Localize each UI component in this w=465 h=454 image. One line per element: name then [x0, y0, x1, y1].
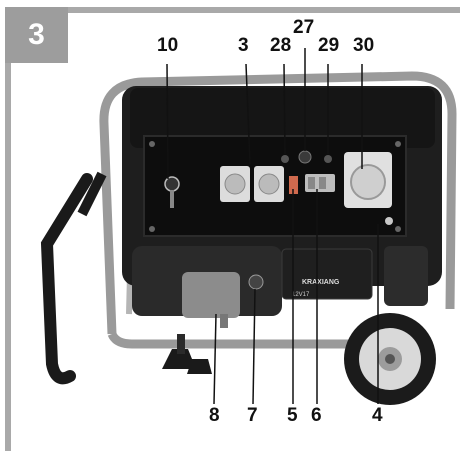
callout-5: 5: [287, 405, 298, 426]
callout-4: 4: [372, 405, 383, 426]
callout-30: 30: [353, 35, 375, 56]
callout-10: 10: [157, 35, 179, 56]
figure-number: 3: [28, 18, 45, 51]
callout-3: 3: [238, 35, 249, 56]
figure-number-badge: 3: [5, 7, 68, 63]
callout-8: 8: [209, 405, 220, 426]
brand-label: KRAXIANG: [302, 279, 340, 286]
callout-27: 27: [293, 17, 315, 38]
engine-cover: [182, 272, 240, 318]
frame-left-border: [5, 7, 11, 451]
callout-28: 28: [270, 35, 292, 56]
callout-29: 29: [318, 35, 340, 56]
generator-photo: 12V17 KRAXIANG: [40, 48, 457, 405]
frame-top-border: [5, 7, 460, 13]
callout-7: 7: [247, 405, 258, 426]
frame-tube: [99, 71, 457, 335]
handle: [40, 173, 93, 385]
battery-label: 12V17: [292, 292, 310, 298]
callout-6: 6: [311, 405, 322, 426]
